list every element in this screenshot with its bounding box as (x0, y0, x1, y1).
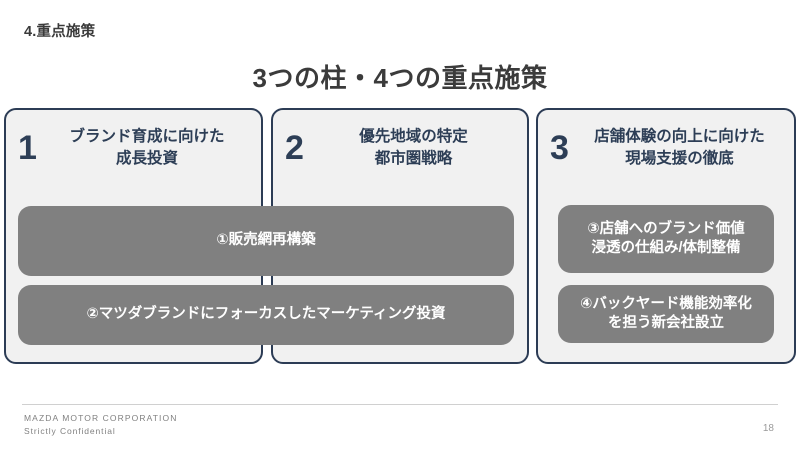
pillar-header-3: 3 店舗体験の向上に向けた 現場支援の徹底 (546, 126, 786, 170)
measure-pill-4: ④バックヤード機能効率化 を担う新会社設立 (558, 285, 774, 343)
pillar-title-1: ブランド育成に向けた 成長投資 (69, 128, 225, 167)
footer-text-block: MAZDA MOTOR CORPORATION Strictly Confide… (24, 412, 177, 438)
section-label: 4.重点施策 (24, 24, 96, 40)
footer-confidentiality: Strictly Confidential (24, 426, 116, 437)
footer-company: MAZDA MOTOR CORPORATION (24, 413, 178, 423)
pillar-number-3: 3 (550, 129, 569, 167)
pillar-header-1: 1 ブランド育成に向けた 成長投資 (14, 126, 253, 170)
pillar-number-1: 1 (18, 129, 37, 167)
pillar-title-2: 優先地域の特定 都市圏戦略 (359, 128, 468, 167)
pillar-title-3: 店舗体験の向上に向けた 現場支援の徹底 (594, 128, 765, 167)
page-number: 18 (762, 423, 774, 434)
measure-pill-1: ①販売網再構築 (18, 206, 514, 276)
measure-pill-2: ②マツダブランドにフォーカスしたマーケティング投資 (18, 285, 514, 345)
footer-divider (22, 404, 778, 405)
measure-pill-3: ③店舗へのブランド価値 浸透の仕組み/体制整備 (558, 205, 774, 273)
page-title: 3つの柱・4つの重点施策 (252, 63, 548, 93)
pillar-header-2: 2 優先地域の特定 都市圏戦略 (281, 126, 519, 170)
pillar-number-2: 2 (285, 129, 304, 167)
